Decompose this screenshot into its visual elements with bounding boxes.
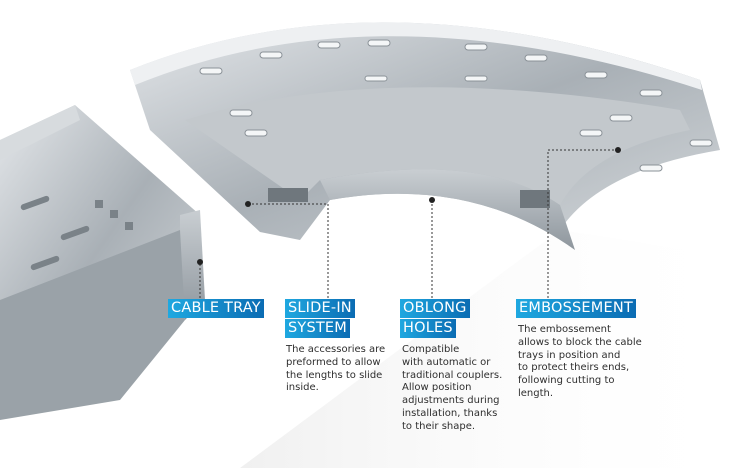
callout-description: The embossement allows to block the cabl… [518, 324, 642, 399]
callout-cable-tray: CABLE TRAY [168, 299, 264, 319]
leader-lines [199, 149, 618, 298]
leader-dots [197, 147, 621, 265]
callout-title: HOLES [400, 319, 456, 338]
callout-embossement: EMBOSSEMENT [516, 299, 636, 319]
straight-tray [0, 105, 205, 420]
callout-title: EMBOSSEMENT [516, 299, 636, 318]
callout-description: The accessories are preformed to allow t… [286, 344, 386, 394]
callout-description: Compatible with automatic or traditional… [402, 344, 503, 432]
callout-title: CABLE TRAY [168, 299, 264, 318]
floor-shadow [240, 230, 751, 468]
callout-title: SYSTEM [285, 319, 350, 338]
bend-tray [130, 22, 720, 250]
callout-title: OBLONG [400, 299, 470, 318]
callout-oblong-holes: OBLONG HOLES [400, 299, 470, 339]
callout-title: SLIDE-IN [285, 299, 355, 318]
callout-slide-in-system: SLIDE-IN SYSTEM [285, 299, 355, 339]
